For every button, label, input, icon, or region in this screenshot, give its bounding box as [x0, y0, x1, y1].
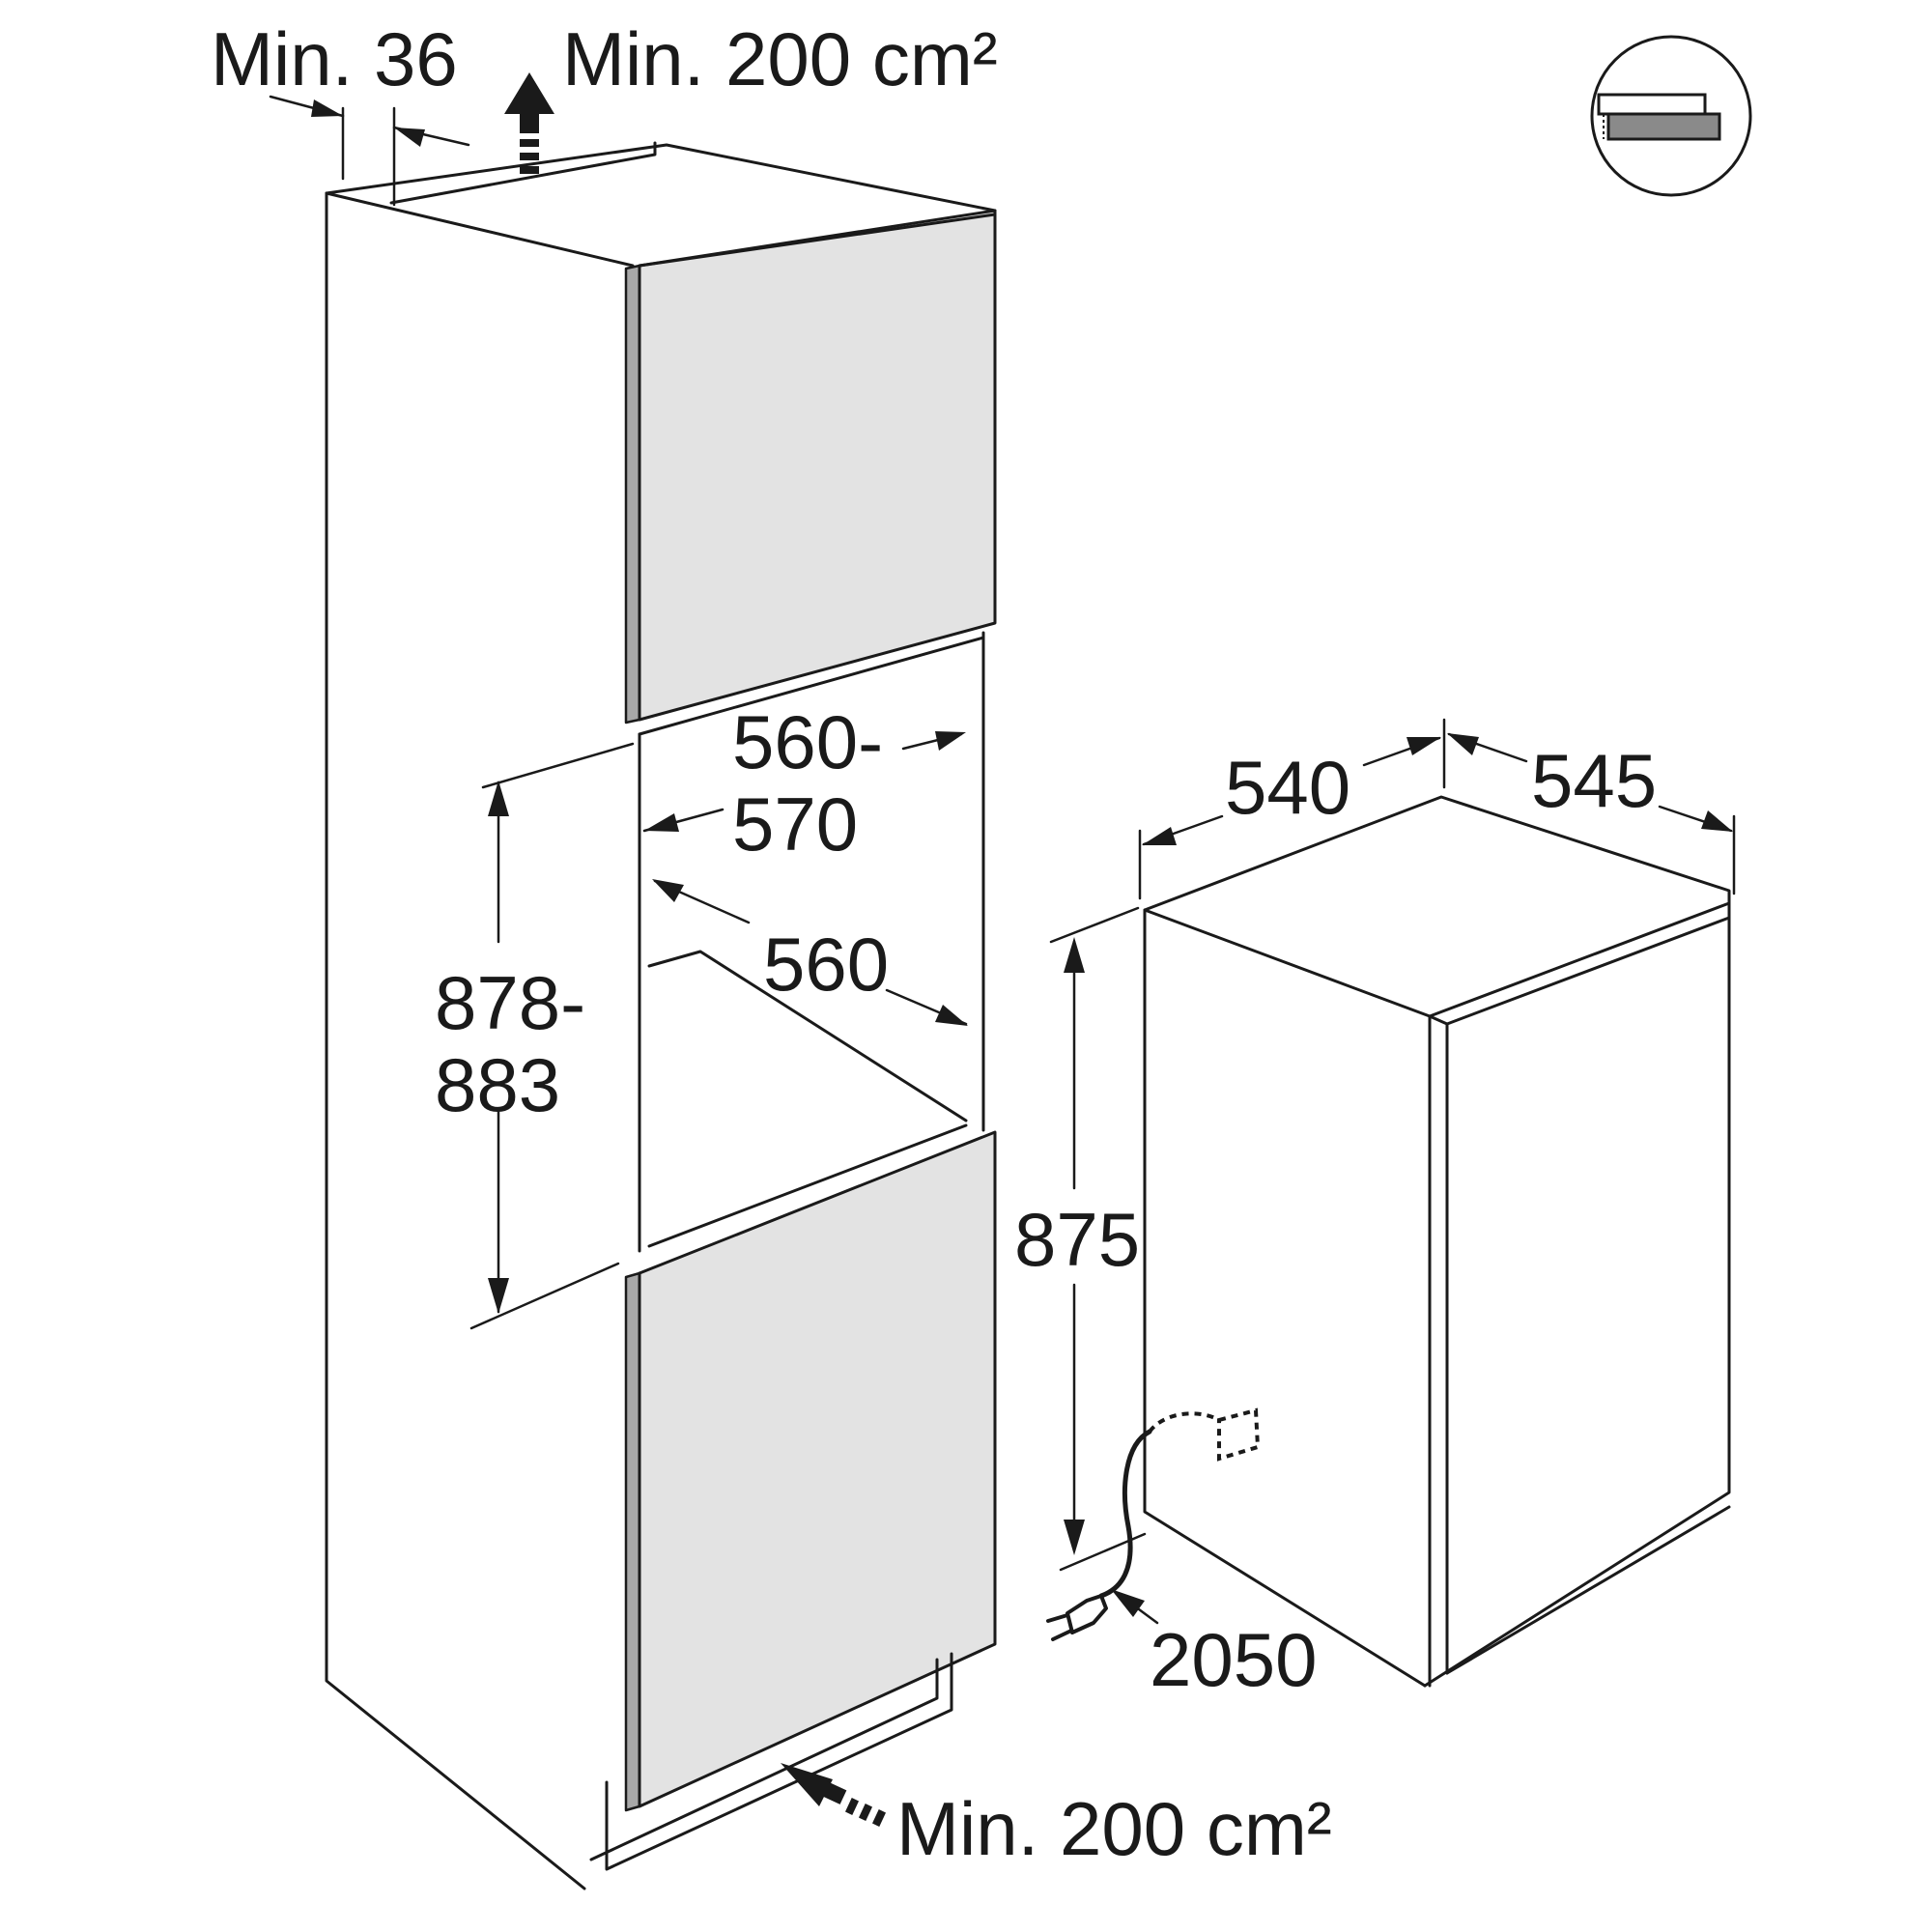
integrated-door-icon — [1590, 35, 1752, 197]
appliance-depth-label: 545 — [1531, 738, 1657, 823]
cable-length-label: 2050 — [1150, 1617, 1318, 1702]
vent-bottom-label: Min. 200 cm² — [896, 1786, 1332, 1871]
vent-top-arrow: Min. 200 cm² — [504, 16, 998, 174]
cabinet — [325, 141, 997, 1890]
cable-length-dimension: 2050 — [1111, 1589, 1318, 1702]
appliance-width-dimension: 540 — [1138, 718, 1446, 900]
vent-bottom-arrow: Min. 200 cm² — [781, 1763, 1332, 1871]
power-plug-icon — [1046, 1594, 1108, 1641]
top-gap-dimension: Min. 36 — [211, 16, 470, 207]
appliance-height-label: 875 — [1014, 1197, 1140, 1282]
niche-depth-label: 560 — [763, 922, 889, 1007]
niche-depth-dimension: 560 — [652, 879, 968, 1026]
vent-top-label: Min. 200 cm² — [562, 16, 998, 101]
niche-height-label-1: 878- — [435, 960, 585, 1045]
niche-width-label-2: 570 — [732, 781, 858, 867]
upper-door — [638, 209, 997, 722]
appliance-width-label: 540 — [1225, 745, 1350, 830]
upper-door-edge — [624, 264, 641, 724]
niche-height-dimension: 878- 883 — [435, 742, 635, 1330]
niche-width-dimension: 560- 570 — [642, 699, 966, 867]
top-gap-label: Min. 36 — [211, 16, 458, 101]
appliance — [1143, 795, 1731, 1688]
niche-width-label-1: 560- — [732, 699, 883, 784]
niche-height-label-2: 883 — [435, 1042, 560, 1127]
lower-door-edge — [624, 1271, 641, 1812]
lower-door — [638, 1130, 997, 1808]
power-cable — [1046, 1407, 1261, 1641]
appliance-height-dimension: 875 — [1014, 906, 1147, 1572]
appliance-depth-dimension: 545 — [1447, 732, 1736, 895]
